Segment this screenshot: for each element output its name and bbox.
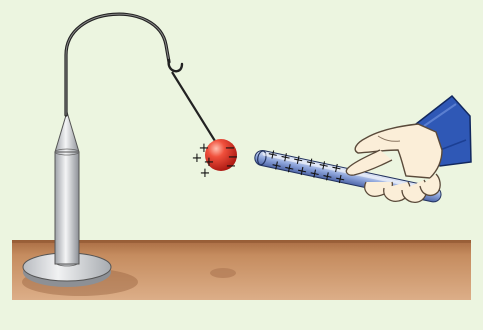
rod-positive-charges: ++++++++++++ [264,147,349,188]
rod-plus-sign: + [333,171,347,188]
sphere-negative-charges: −−− [225,141,239,174]
support-wire [66,14,169,115]
sphere-minus-sign: − [226,159,237,174]
thread [172,72,215,141]
stand-tip [55,112,79,152]
hand [346,96,471,202]
sphere-plus-sign: + [200,166,211,181]
thumb [346,150,392,175]
table-stain [210,268,236,278]
charged-sphere: ++++ −−− [192,139,239,181]
hook [169,60,182,71]
sphere-plus-sign: + [192,151,203,166]
